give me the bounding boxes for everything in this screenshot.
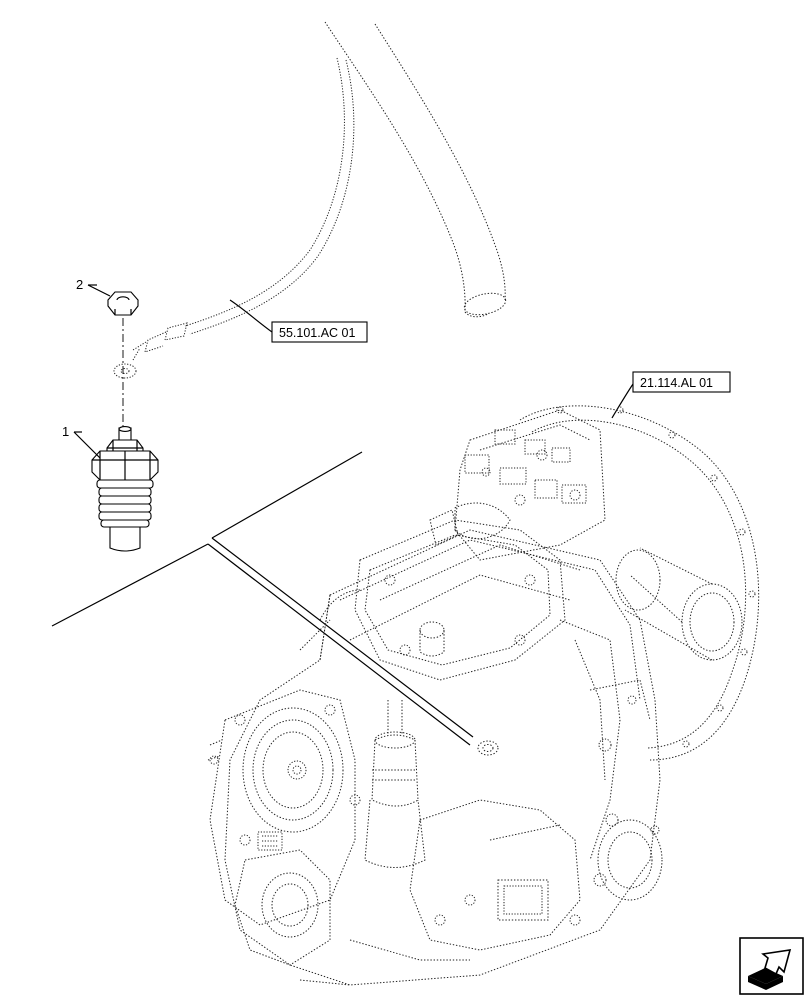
callout-2: 2 [76,277,83,292]
transmission-reference-box[interactable]: 21.114.AL 01 [611,371,731,419]
nut-part [107,291,139,316]
transmission-reference-label: 21.114.AL 01 [640,376,713,390]
sensor-leader-line [73,431,101,459]
nut-leader-line [87,284,111,297]
next-page-arrow-icon[interactable] [739,937,804,995]
sensor-part [91,426,159,552]
transmission-assembly [207,405,760,986]
harness-reference-box[interactable]: 55.101.AC 01 [229,299,368,343]
detail-indicator-lines [51,451,474,746]
harness-reference-label: 55.101.AC 01 [279,326,355,340]
callout-1: 1 [62,424,69,439]
wiring-harness [113,21,507,379]
